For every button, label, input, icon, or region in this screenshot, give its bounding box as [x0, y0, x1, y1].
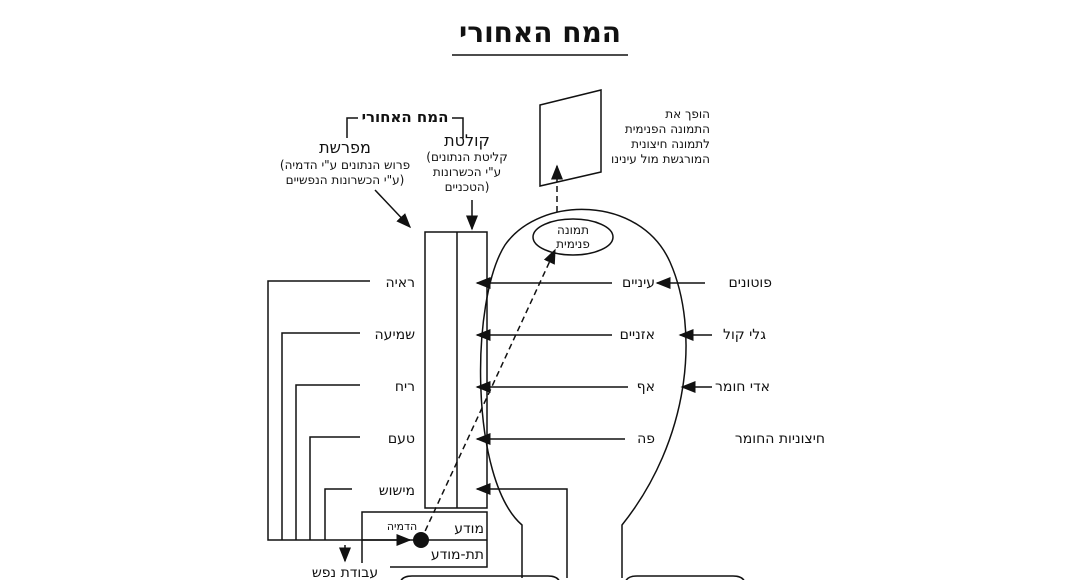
bottom-box-right [625, 575, 745, 580]
inner-image-label: פנימית [556, 237, 590, 251]
svg-text:התמונה הפנימית: התמונה הפנימית [625, 122, 710, 136]
senses-connector [267, 280, 412, 546]
svg-text:ראיה: ראיה [385, 275, 415, 291]
interpreter-desc-2: ע"י הכשרונות הנפשיים) [286, 173, 405, 187]
diagram-title: המח האחורי [459, 16, 621, 49]
conscious-label: מודע [454, 521, 484, 537]
screen [539, 89, 602, 187]
interpreter-arrow [374, 189, 412, 229]
imagination-label: הדמיה [387, 520, 417, 533]
svg-text:אדי חומר: אדי חומר [715, 379, 770, 395]
collector-desc-3: הטכניים) [445, 180, 490, 194]
screen-note: הופך את התמונה הפנימית לתמונה חיצונית המ… [611, 107, 710, 166]
interpreter-desc-1: (פרוש הנתונים ע"י הדמיה [280, 158, 410, 172]
svg-text:פה: פה [637, 431, 655, 447]
head-outline [479, 208, 687, 578]
svg-text:ריח: ריח [395, 379, 415, 395]
svg-text:שמיעה: שמיעה [375, 327, 416, 343]
soul-work-backdrop [300, 563, 390, 580]
interpreter-title: מפרשת [319, 138, 371, 157]
svg-text:טעם: טעם [388, 431, 415, 447]
svg-text:הופך את: הופך את [665, 107, 710, 121]
svg-text:פוטונים: פוטונים [729, 275, 772, 291]
svg-text:חיצוניות החומר: חיצוניות החומר [735, 431, 825, 447]
senses: ראיה שמיעה ריח טעם מישוש [375, 275, 416, 499]
imagination-dot [413, 532, 429, 548]
inner-image-label: תמונה [557, 223, 589, 237]
bracket-label: המח האחורי [362, 108, 449, 126]
touch-arrow [475, 483, 568, 578]
svg-text:המורגשת מול עינינו: המורגשת מול עינינו [611, 152, 710, 166]
subconscious-label: תת-מודע [431, 547, 484, 563]
brain-column [424, 231, 488, 509]
svg-text:אף: אף [637, 379, 655, 395]
bracket [346, 117, 464, 138]
svg-text:גלי קול: גלי קול [723, 327, 766, 343]
organs: עיניים אזניים אף פה [620, 275, 655, 447]
inputs: פוטונים גלי קול אדי חומר חיצוניות החומר [715, 275, 825, 447]
svg-text:מישוש: מישוש [379, 483, 415, 499]
soul-work-label: עבודת נפש [312, 565, 378, 580]
svg-text:אזניים: אזניים [620, 327, 655, 343]
svg-text:עיניים: עיניים [622, 275, 655, 291]
imagination-arrow [420, 248, 556, 541]
inner-image-ellipse [532, 218, 614, 256]
senses-lines [281, 332, 360, 540]
collector-desc-2: ע"י הכשרונות [433, 165, 501, 179]
collector-title: קולטת [444, 131, 490, 150]
svg-text:לתמונה חיצונית: לתמונה חיצונית [631, 137, 710, 151]
collector-desc-1: (קליטת הנתונים [426, 150, 507, 164]
bottom-box-left [400, 575, 560, 580]
